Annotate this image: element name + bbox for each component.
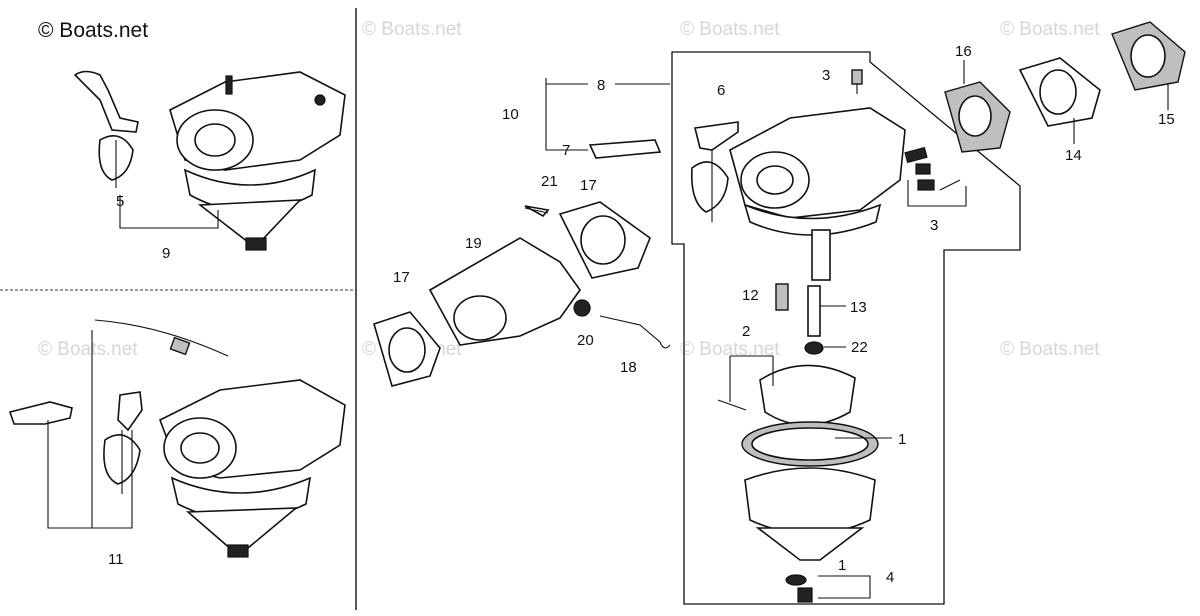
callout-7: 7 (562, 142, 570, 159)
callout-15: 15 (1158, 111, 1175, 128)
callout-2: 2 (742, 323, 750, 340)
watermark: © Boats.net (362, 19, 462, 40)
copyright-label: © Boats.net (38, 19, 148, 42)
callout-12: 12 (742, 287, 759, 304)
callout-18: 18 (620, 359, 637, 376)
callout-14: 14 (1065, 147, 1082, 164)
callout-5: 5 (116, 193, 124, 210)
carburetor-main-exploded (690, 69, 967, 603)
carburetor-assembly-bottom-left (8, 319, 346, 558)
callout-10: 10 (502, 106, 519, 123)
callout-6: 6 (717, 82, 725, 99)
watermark: © Boats.net (680, 339, 780, 360)
callout-3: 3 (930, 217, 938, 234)
callout-17: 17 (393, 269, 410, 286)
insulator-and-gaskets (373, 78, 671, 387)
gasket-set (944, 21, 1186, 153)
watermark: © Boats.net (680, 19, 780, 40)
callout-13: 13 (850, 299, 867, 316)
carburetor-assembly-top-left (73, 70, 346, 251)
callout-16: 16 (955, 43, 972, 60)
assembly-frame (671, 51, 1021, 605)
callout-21: 21 (541, 173, 558, 190)
callout-1: 1 (838, 557, 846, 574)
callout-8: 8 (597, 77, 605, 94)
callout-3: 3 (822, 67, 830, 84)
callout-19: 19 (465, 235, 482, 252)
watermark: © Boats.net (1000, 19, 1100, 40)
callout-9: 9 (162, 245, 170, 262)
watermark: © Boats.net (1000, 339, 1100, 360)
callout-4: 4 (886, 569, 894, 586)
callout-22: 22 (851, 339, 868, 356)
watermark: © Boats.net (38, 339, 138, 360)
callout-17: 17 (580, 177, 597, 194)
callout-1: 1 (898, 431, 906, 448)
callout-20: 20 (577, 332, 594, 349)
callout-11: 11 (108, 551, 124, 568)
